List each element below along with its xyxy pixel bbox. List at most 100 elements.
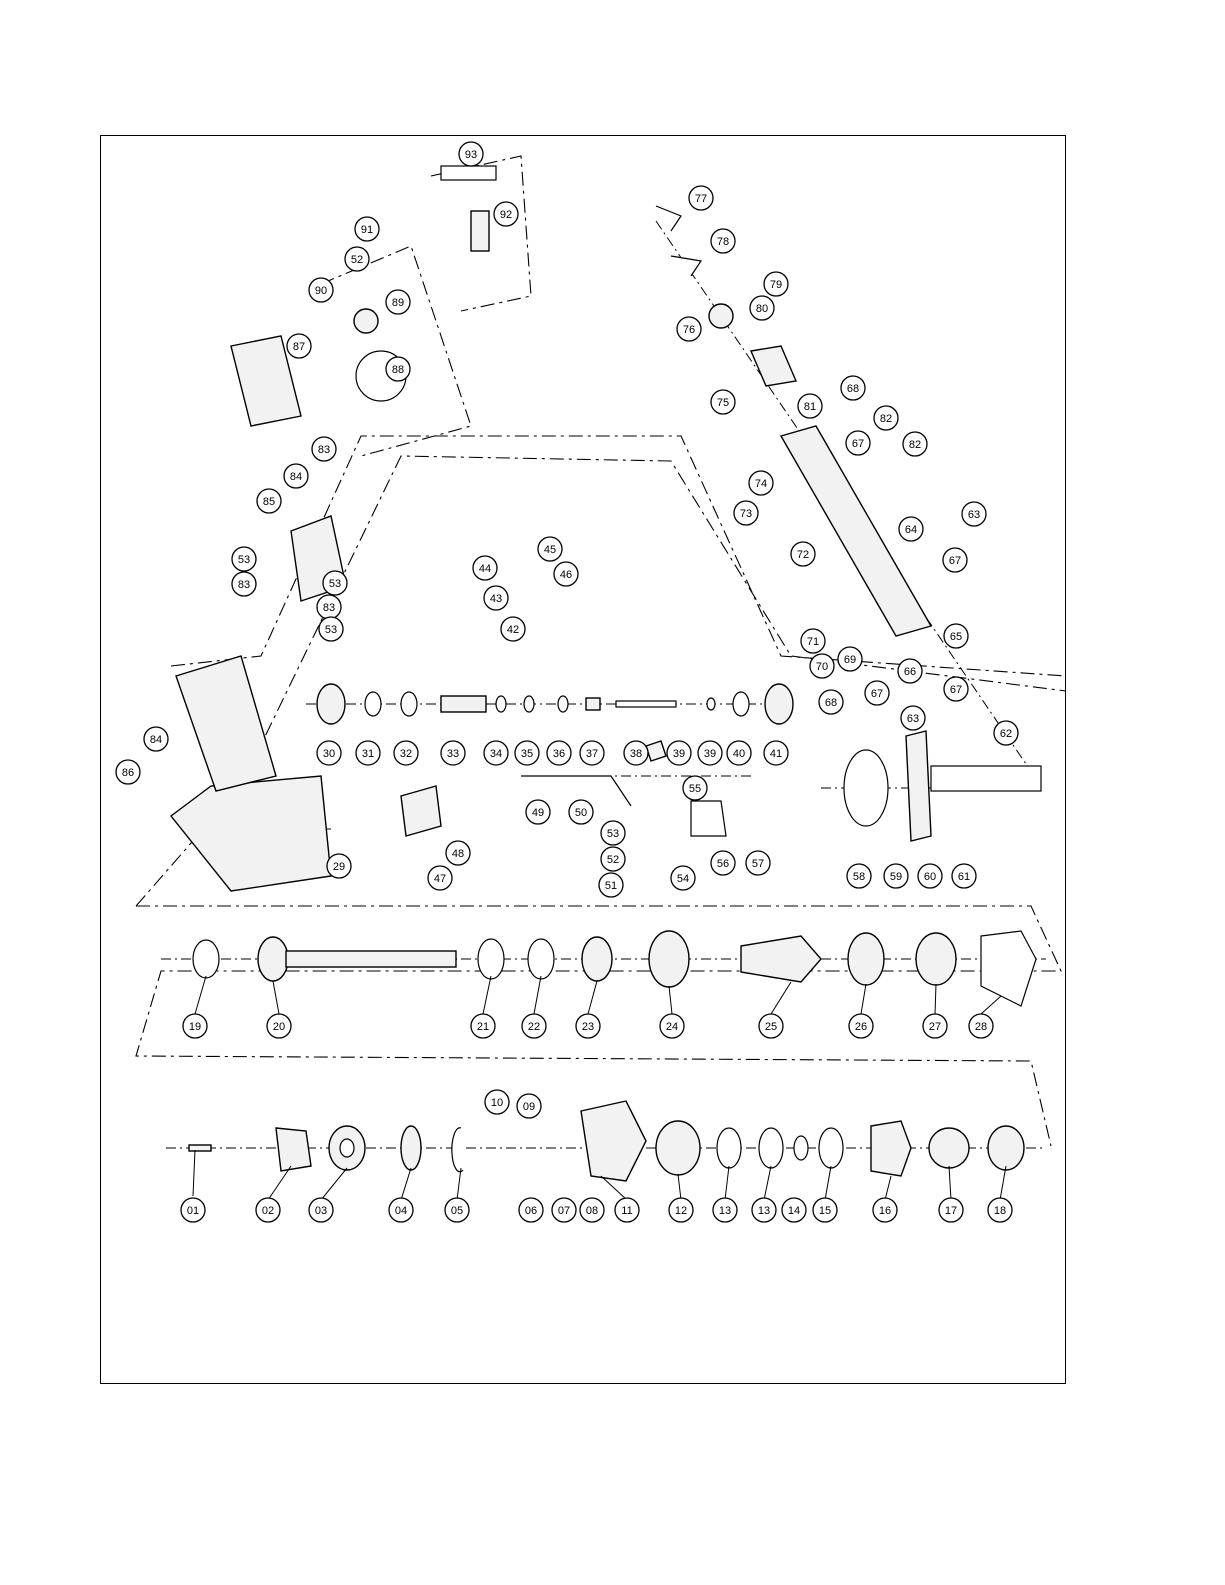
svg-text:75: 75 [717, 397, 729, 409]
svg-text:10: 10 [491, 1097, 503, 1109]
svg-text:63: 63 [907, 713, 919, 725]
part-label-03: 03 [308, 1197, 334, 1223]
svg-text:45: 45 [544, 544, 556, 556]
part-label-63a: 63 [961, 501, 987, 527]
part-label-86: 86 [115, 759, 141, 785]
part-label-29: 29 [326, 853, 352, 879]
svg-text:31: 31 [362, 748, 374, 760]
part-label-87: 87 [286, 333, 312, 359]
svg-text:14: 14 [788, 1205, 800, 1217]
svg-text:30: 30 [323, 748, 335, 760]
svg-text:84: 84 [150, 734, 162, 746]
svg-text:68: 68 [825, 697, 837, 709]
part-label-49: 49 [525, 799, 551, 825]
part-label-20: 20 [266, 1013, 292, 1039]
svg-text:12: 12 [675, 1205, 687, 1217]
svg-text:81: 81 [804, 401, 816, 413]
svg-text:90: 90 [315, 285, 327, 297]
svg-text:26: 26 [855, 1021, 867, 1033]
part-label-23: 23 [575, 1013, 601, 1039]
part-label-69: 69 [837, 646, 863, 672]
part-label-62: 62 [993, 720, 1019, 746]
part-label-44: 44 [472, 555, 498, 581]
svg-text:08: 08 [586, 1205, 598, 1217]
part-label-01: 01 [180, 1197, 206, 1223]
part-label-38: 38 [623, 740, 649, 766]
svg-text:39: 39 [704, 748, 716, 760]
svg-text:01: 01 [187, 1205, 199, 1217]
part-label-65: 65 [943, 623, 969, 649]
svg-text:62: 62 [1000, 728, 1012, 740]
part-label-18: 18 [987, 1197, 1013, 1223]
svg-text:66: 66 [904, 666, 916, 678]
svg-text:67: 67 [950, 684, 962, 696]
part-label-77: 77 [688, 185, 714, 211]
svg-text:67: 67 [852, 438, 864, 450]
part-label-67d: 67 [864, 680, 890, 706]
part-label-13a: 13 [712, 1197, 738, 1223]
svg-text:70: 70 [816, 661, 828, 673]
part-label-12: 12 [668, 1197, 694, 1223]
rail-assembly [655, 205, 933, 637]
svg-text:03: 03 [315, 1205, 327, 1217]
svg-text:82: 82 [880, 413, 892, 425]
part-label-10: 10 [484, 1089, 510, 1115]
part-label-31: 31 [355, 740, 381, 766]
part-label-71: 71 [800, 628, 826, 654]
part-label-05: 05 [444, 1197, 470, 1223]
part-label-68b: 68 [818, 689, 844, 715]
part-label-66: 66 [897, 658, 923, 684]
svg-text:42: 42 [507, 624, 519, 636]
svg-text:69: 69 [844, 654, 856, 666]
svg-text:83: 83 [318, 444, 330, 456]
svg-text:53: 53 [238, 554, 250, 566]
svg-text:36: 36 [553, 748, 565, 760]
svg-text:89: 89 [392, 297, 404, 309]
part-label-56: 56 [710, 850, 736, 876]
svg-text:06: 06 [525, 1205, 537, 1217]
part-label-42: 42 [500, 616, 526, 642]
svg-text:41: 41 [770, 748, 782, 760]
assembly-axes [161, 220, 1046, 1149]
part-label-58: 58 [846, 863, 872, 889]
part-label-46: 46 [553, 561, 579, 587]
svg-text:53: 53 [329, 578, 341, 590]
svg-text:54: 54 [677, 873, 689, 885]
part-label-82b: 82 [902, 431, 928, 457]
part-label-36: 36 [546, 740, 572, 766]
part-label-92: 92 [493, 201, 519, 227]
svg-text:78: 78 [717, 236, 729, 248]
part-label-07: 07 [551, 1197, 577, 1223]
part-label-91: 91 [354, 216, 380, 242]
part-callouts: 01 02 03 04 05 06 07 08 09 10 11 12 13 1… [115, 141, 1019, 1223]
svg-text:15: 15 [819, 1205, 831, 1217]
svg-text:92: 92 [500, 209, 512, 221]
part-label-54: 54 [670, 865, 696, 891]
part-label-67a: 67 [845, 430, 871, 456]
svg-text:02: 02 [262, 1205, 274, 1217]
part-label-61: 61 [951, 863, 977, 889]
svg-text:47: 47 [434, 873, 446, 885]
part-label-85: 85 [256, 488, 282, 514]
part-label-72: 72 [790, 541, 816, 567]
svg-text:28: 28 [975, 1021, 987, 1033]
svg-text:43: 43 [490, 593, 502, 605]
svg-text:25: 25 [765, 1021, 777, 1033]
svg-text:39: 39 [673, 748, 685, 760]
svg-text:49: 49 [532, 807, 544, 819]
part-label-55: 55 [682, 775, 708, 801]
part-label-89: 89 [385, 289, 411, 315]
svg-text:73: 73 [740, 508, 752, 520]
part-label-47: 47 [427, 865, 453, 891]
part-label-40: 40 [726, 740, 752, 766]
svg-text:88: 88 [392, 364, 404, 376]
part-label-57: 57 [745, 850, 771, 876]
upper-row-parts [170, 655, 1042, 892]
part-label-67c: 67 [943, 676, 969, 702]
svg-text:09: 09 [523, 1101, 535, 1113]
svg-text:46: 46 [560, 569, 572, 581]
part-label-64: 64 [898, 516, 924, 542]
svg-text:34: 34 [490, 748, 502, 760]
svg-text:13: 13 [719, 1205, 731, 1217]
svg-text:55: 55 [689, 783, 701, 795]
